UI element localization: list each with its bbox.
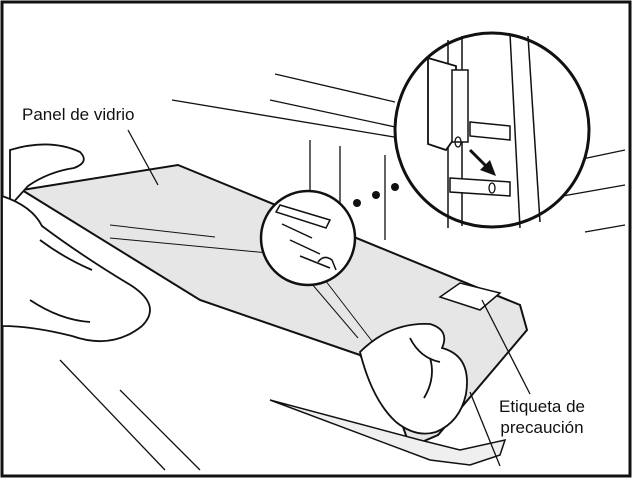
caution-label-line2: precaución — [500, 418, 584, 438]
hand-right — [359, 323, 468, 435]
caution-label-sticker — [438, 282, 502, 311]
hand-left — [1, 143, 151, 343]
glass-panel-label: Panel de vidrio — [20, 104, 137, 126]
leader-lines — [127, 129, 531, 467]
detail-circle-large — [393, 31, 591, 229]
caution-label-line1: Etiqueta de — [499, 397, 586, 416]
caution-label-text: Etiqueta de precaución — [497, 396, 588, 439]
detail-circle-small — [259, 189, 357, 287]
detail-connector-dots — [353, 183, 399, 207]
